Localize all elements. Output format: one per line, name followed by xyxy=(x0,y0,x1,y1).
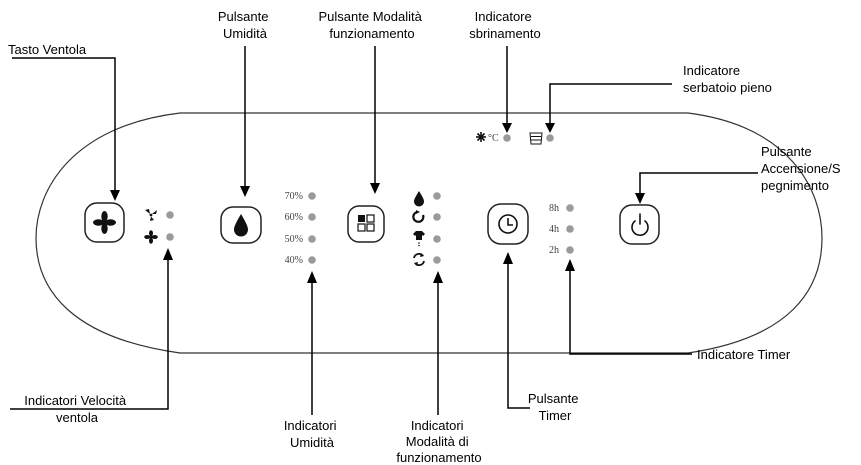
timer-level-label: 2h xyxy=(549,245,559,256)
mode-led xyxy=(433,192,441,200)
timer-led xyxy=(566,246,574,254)
continuous-icon xyxy=(413,253,425,266)
timer-level-label: 4h xyxy=(549,224,559,235)
humidity-led xyxy=(308,235,316,243)
humidity-led xyxy=(308,192,316,200)
leader-serbatoio xyxy=(549,83,672,126)
auto-icon xyxy=(412,210,425,223)
fan-icon xyxy=(93,211,116,234)
mode-indicators xyxy=(412,191,441,266)
fan-button[interactable] xyxy=(84,202,125,243)
timer-led xyxy=(566,204,574,212)
leader-tasto-ventola xyxy=(12,57,116,194)
humidity-led xyxy=(308,213,316,221)
laundry-icon xyxy=(413,231,425,247)
humidity-button[interactable] xyxy=(220,206,262,244)
humidity-level-label: 50% xyxy=(285,234,303,245)
tank-led xyxy=(546,134,554,142)
mode-grid-icon xyxy=(357,214,375,232)
leader-accensione xyxy=(639,172,758,196)
label-indicatori-modalita: Indicatori Modalità di funzionamento xyxy=(396,418,481,465)
humidity-indicators: 70% 60% 50% 40% xyxy=(285,191,316,266)
label-indicatore-timer: Indicatore Timer xyxy=(697,347,791,362)
fan-high-icon xyxy=(145,209,157,221)
humidity-level-label: 70% xyxy=(285,191,303,202)
mode-button[interactable] xyxy=(347,205,385,243)
defrost-unit-label: °C xyxy=(488,133,499,144)
fan-high-led xyxy=(166,211,174,219)
timer-level-label: 8h xyxy=(549,203,559,214)
power-icon xyxy=(631,213,649,236)
power-button[interactable] xyxy=(619,204,660,245)
label-pulsante-modalita: Pulsante Modalità funzionamento xyxy=(319,9,426,41)
fan-speed-indicators xyxy=(144,209,174,244)
humidity-level-label: 40% xyxy=(285,255,303,266)
defrost-led xyxy=(503,134,511,142)
mode-led xyxy=(433,235,441,243)
label-pulsante-umidita: Pulsante Umidità xyxy=(218,9,272,41)
arrowheads xyxy=(110,123,645,283)
timer-led xyxy=(566,225,574,233)
humidity-level-label: 60% xyxy=(285,212,303,223)
water-drop-icon xyxy=(414,191,424,207)
water-drop-icon xyxy=(234,214,248,237)
leader-pulsante-timer xyxy=(507,260,530,409)
label-pulsante-accensione: Pulsante Accensione/S pegnimento xyxy=(761,144,844,193)
fan-low-icon xyxy=(144,230,158,244)
fan-low-led xyxy=(166,233,174,241)
humidity-led xyxy=(308,256,316,264)
defrost-indicator: °C xyxy=(476,132,511,144)
label-indicatore-serbatoio: Indicatore serbatoio pieno xyxy=(683,63,772,95)
tank-full-indicator xyxy=(529,132,554,145)
leader-velocita xyxy=(10,256,169,410)
timer-button[interactable] xyxy=(487,203,529,245)
clock-icon xyxy=(498,214,518,234)
panel-outline xyxy=(35,112,823,354)
label-pulsante-timer: Pulsante Timer xyxy=(528,391,582,423)
timer-indicators: 8h 4h 2h xyxy=(549,203,574,256)
mode-led xyxy=(433,256,441,264)
label-tasto-ventola: Tasto Ventola xyxy=(8,42,87,57)
label-indicatore-sbrinamento: Indicatore sbrinamento xyxy=(469,9,541,41)
leader-lines xyxy=(10,46,758,415)
label-indicatori-umidita: Indicatori Umidità xyxy=(284,418,340,450)
label-indicatori-velocita: Indicatori Velocità ventola xyxy=(24,393,130,425)
tank-icon xyxy=(529,132,543,145)
leader-indicatore-timer xyxy=(569,267,692,355)
snowflake-icon xyxy=(476,132,486,142)
mode-led xyxy=(433,213,441,221)
